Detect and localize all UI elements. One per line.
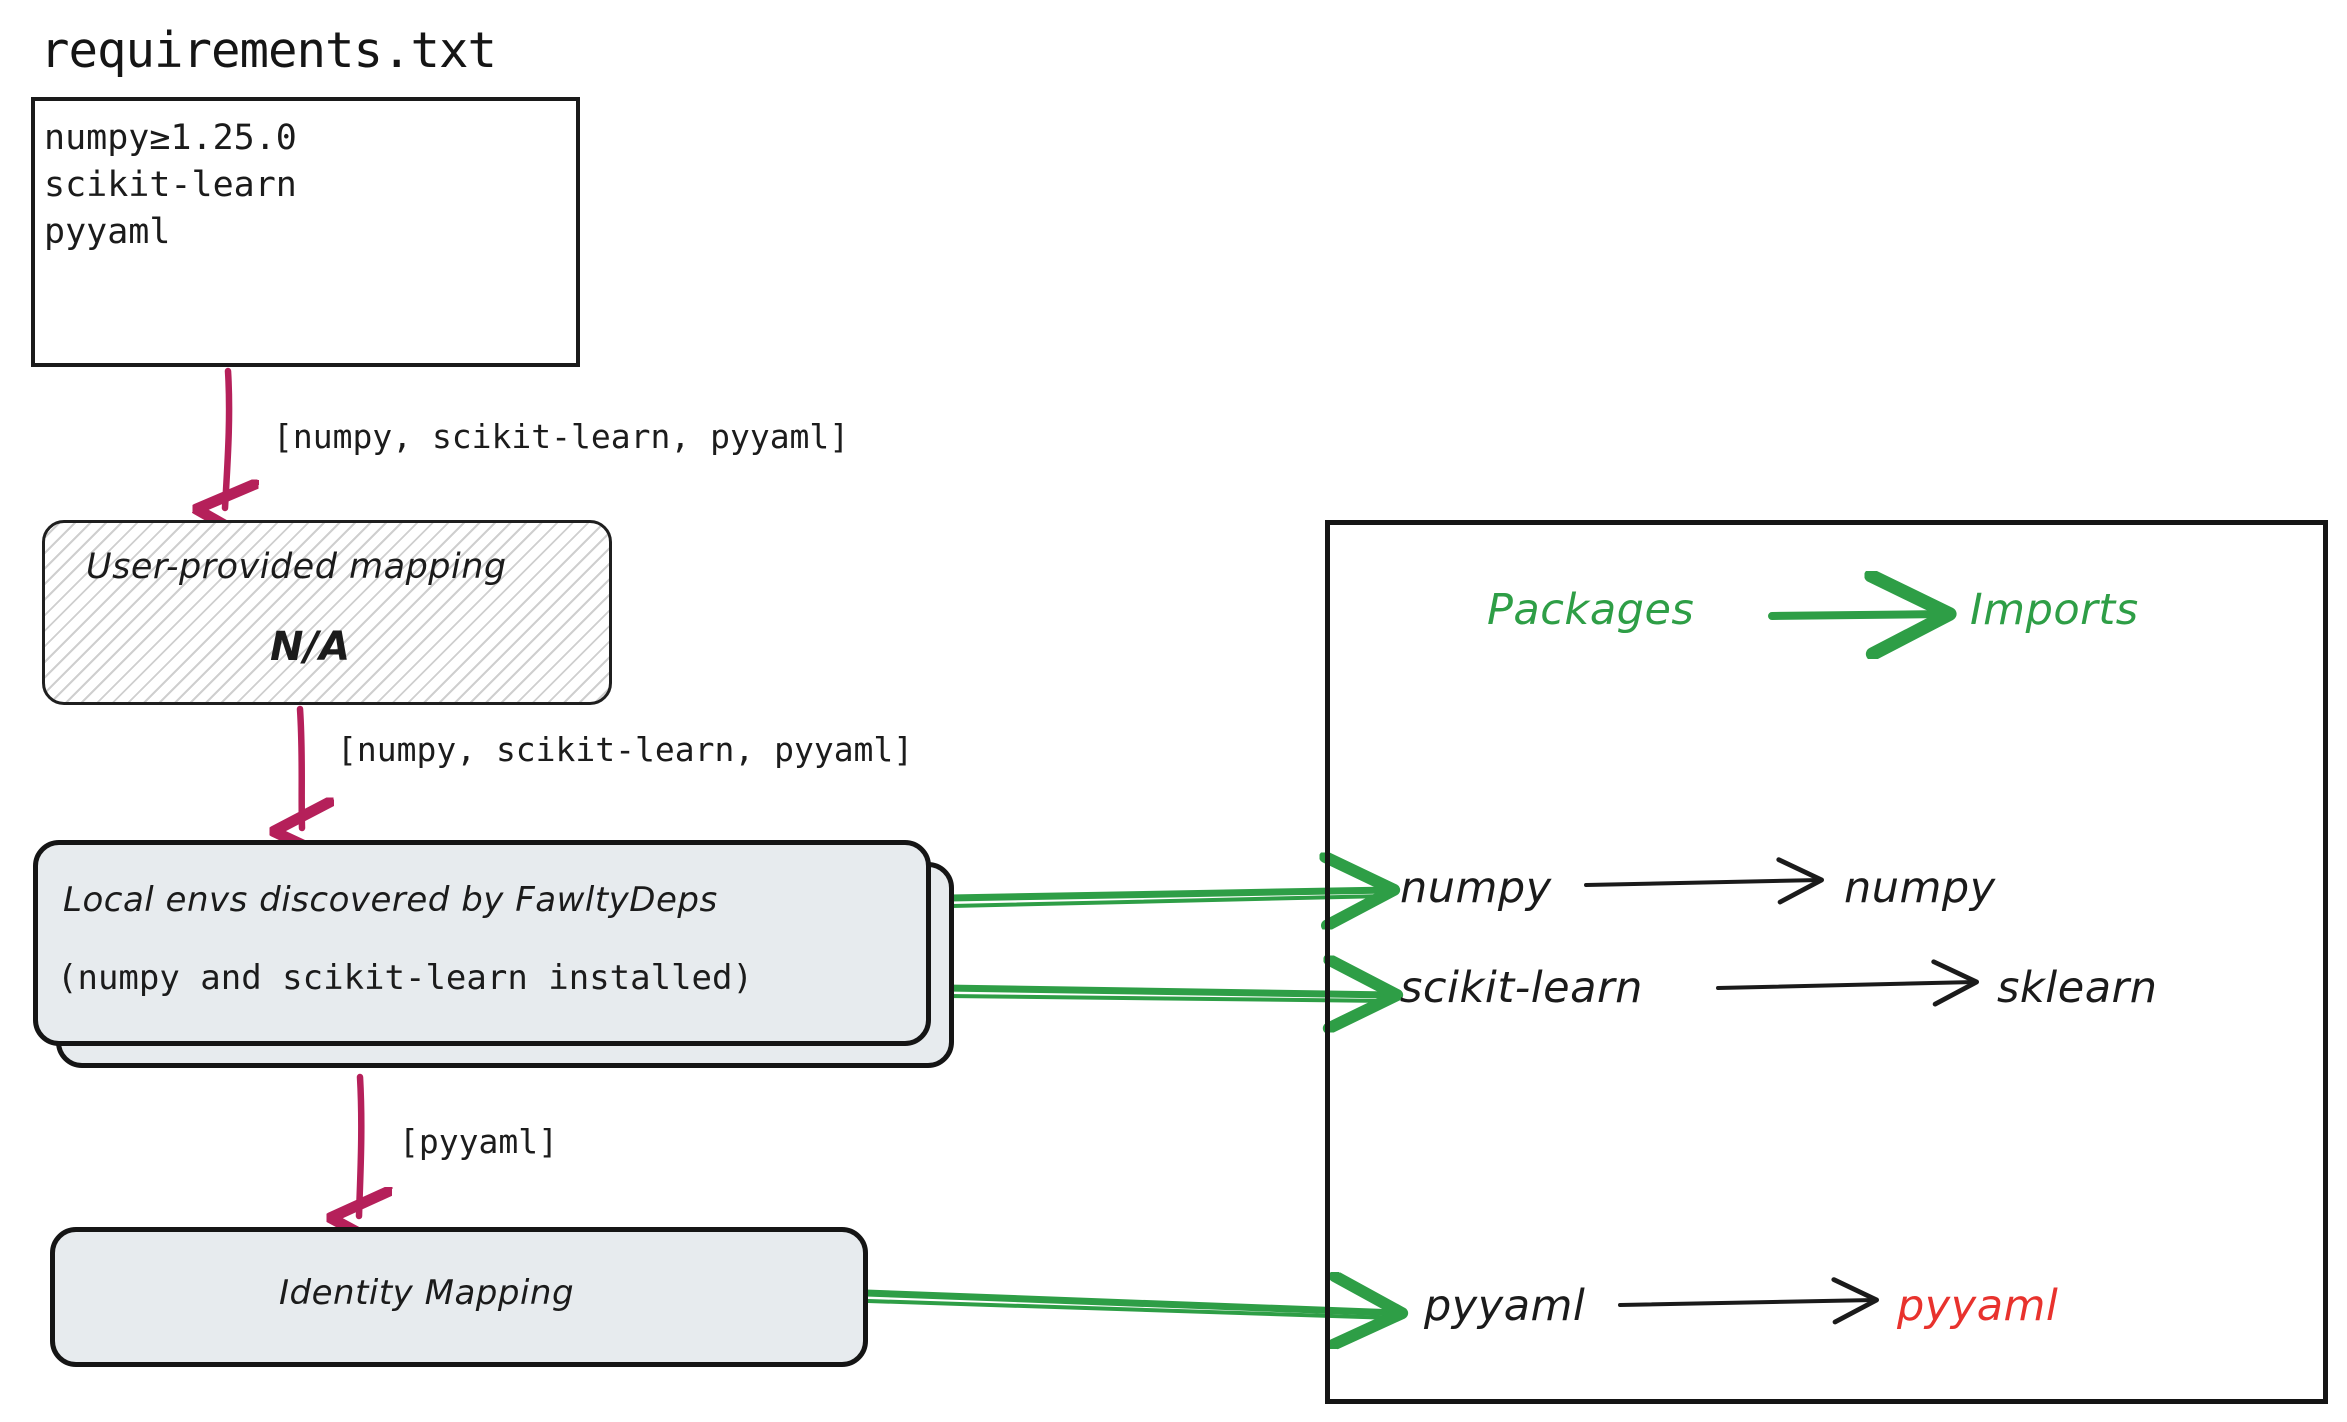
- node-identity-mapping: [50, 1227, 868, 1367]
- import-name: numpy: [1844, 863, 1996, 913]
- import-name-missing: pyyaml: [1897, 1281, 2059, 1331]
- edge-idm-to-pyyaml: [862, 1293, 1398, 1318]
- edge-ump-to-env: [300, 705, 302, 828]
- node-identity-mapping-title: Identity Mapping: [279, 1273, 575, 1313]
- node-local-envs: [33, 840, 931, 1046]
- resolution-panel: [1325, 520, 2328, 1404]
- requirements-line: numpy≥1.25.0: [44, 118, 297, 158]
- node-local-envs-title: Local envs discovered by FawltyDeps: [63, 880, 718, 920]
- map-arrow-pyyaml: [1618, 1277, 1879, 1325]
- legend-label-packages: Packages: [1487, 585, 1695, 635]
- package-name: numpy: [1400, 863, 1552, 913]
- import-name: sklearn: [1997, 963, 2158, 1013]
- requirements-file-box: [31, 97, 580, 367]
- package-name: scikit-learn: [1400, 963, 1643, 1013]
- node-user-provided-mapping: [42, 520, 612, 705]
- page-title: requirements.txt: [40, 22, 497, 79]
- node-local-envs-detail: (numpy and scikit-learn installed): [57, 958, 753, 998]
- package-name: pyyaml: [1424, 1281, 1586, 1331]
- map-arrow-numpy: [1584, 857, 1824, 905]
- node-user-provided-mapping-value: N/A: [270, 624, 351, 670]
- map-arrow-sklearn: [1716, 959, 1979, 1007]
- edge-env-to-sklearn: [941, 988, 1393, 1001]
- edge-label-envs-to-identity: [pyyaml]: [399, 1122, 558, 1161]
- node-user-provided-mapping-title: User-provided mapping: [86, 547, 507, 587]
- edge-req-to-ump: [225, 367, 229, 508]
- edge-label-mapping-to-envs: [numpy, scikit-learn, pyyaml]: [337, 730, 914, 769]
- edge-env-to-idm: [359, 1073, 361, 1216]
- edge-label-req-to-mapping: [numpy, scikit-learn, pyyaml]: [273, 417, 850, 456]
- edge-env-to-numpy: [946, 890, 1390, 906]
- legend-arrow: [1768, 614, 1945, 616]
- legend-label-imports: Imports: [1970, 585, 2139, 635]
- requirements-line: scikit-learn: [44, 165, 297, 205]
- requirements-line: pyyaml: [44, 212, 171, 252]
